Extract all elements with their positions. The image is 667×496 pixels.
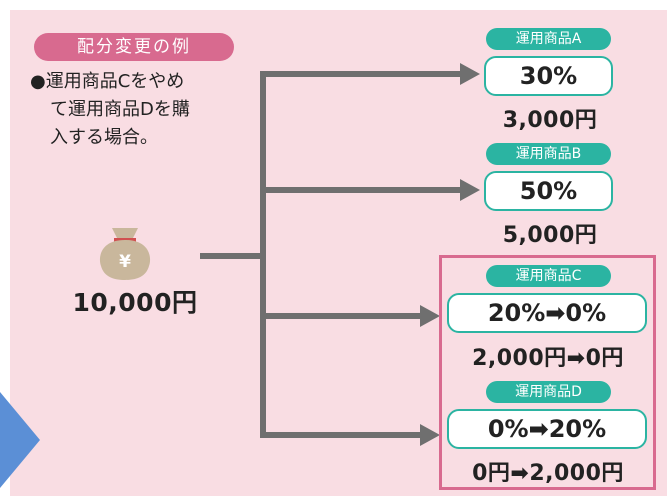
product-percent-c: 20%➡0% <box>447 293 647 333</box>
description-line-2: て運用商品Dを購 <box>50 99 190 120</box>
arrow-head-c <box>420 305 440 327</box>
product-percent-d: 0%➡20% <box>447 409 647 449</box>
product-tag-a: 運用商品A <box>486 28 611 50</box>
section-title-pill: 配分変更の例 <box>34 33 234 61</box>
svg-text:¥: ¥ <box>119 252 131 272</box>
description-line-3: 入する場合。 <box>50 127 158 148</box>
change-highlight-frame <box>439 255 656 490</box>
arrow-head-a <box>460 63 480 85</box>
arrow-head-d <box>420 424 440 446</box>
description-text: ●運用商品Cをやめ て運用商品Dを購 入する場合。 <box>30 68 270 152</box>
product-amount-a: 3,000円 <box>502 108 598 133</box>
product-tag-c: 運用商品C <box>486 265 611 287</box>
product-tag-b: 運用商品B <box>486 143 611 165</box>
product-tag-d: 運用商品D <box>486 381 611 403</box>
product-amount-c: 2,000円➡0円 <box>472 346 624 371</box>
total-amount: 10,000円 <box>72 288 198 317</box>
money-bag-icon: ¥ <box>99 228 151 280</box>
product-percent-b: 50% <box>484 171 613 211</box>
arrow-head-b <box>460 179 480 201</box>
description-line-1: ●運用商品Cをやめ <box>30 71 185 92</box>
side-arrow-icon <box>0 392 40 488</box>
product-amount-d: 0円➡2,000円 <box>472 461 624 486</box>
product-amount-b: 5,000円 <box>502 223 598 248</box>
product-percent-a: 30% <box>484 56 613 96</box>
